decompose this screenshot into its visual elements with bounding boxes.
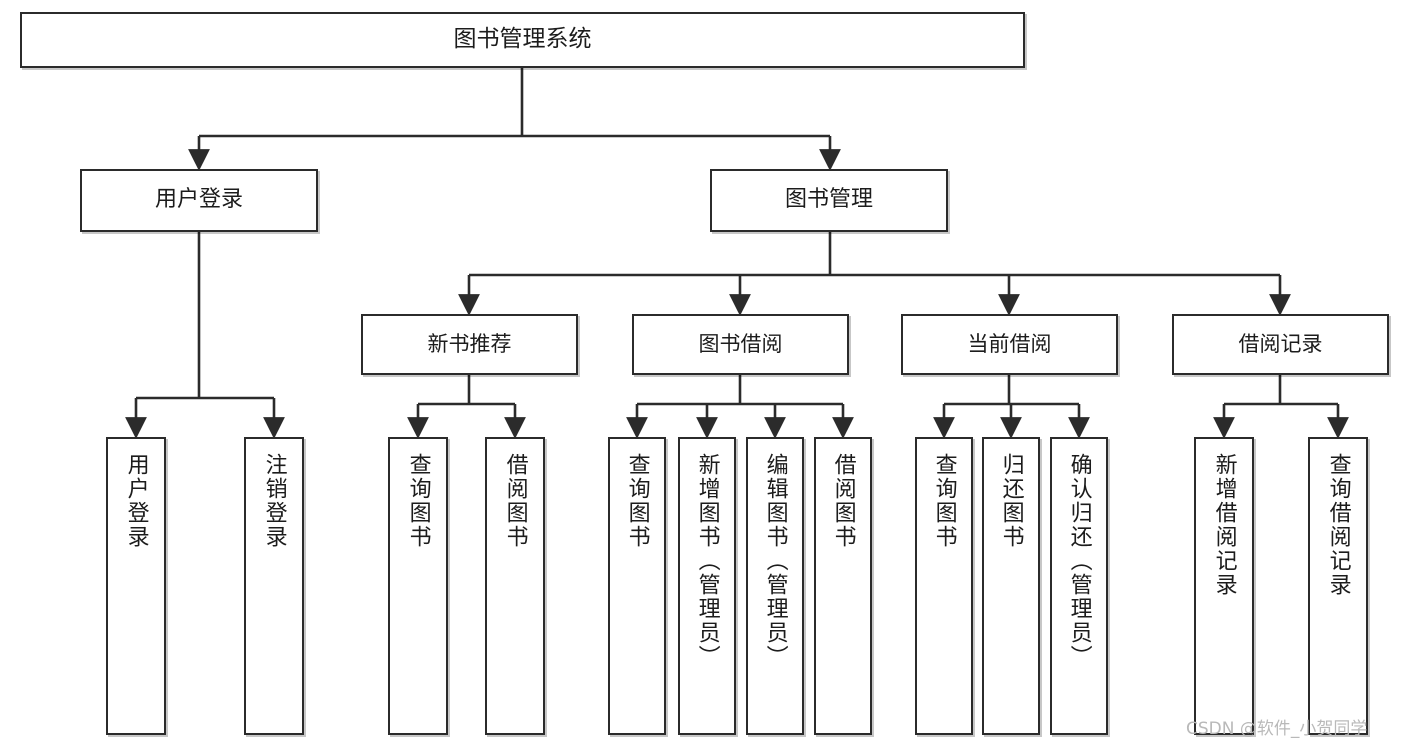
node-leaf-borrow-edit[interactable]: 编辑图书（管理员） [746, 437, 804, 735]
node-leaf-borrow-lend-label: 借阅图书 [830, 453, 856, 549]
node-book-mgmt[interactable]: 图书管理 [710, 169, 948, 232]
node-leaf-rec-query-label: 查询图书 [405, 453, 431, 549]
node-leaf-user-logout[interactable]: 注销登录 [244, 437, 304, 735]
node-leaf-cur-query[interactable]: 查询图书 [915, 437, 973, 735]
node-leaf-rec-search-label: 查询借阅记录 [1325, 453, 1351, 597]
watermark-text: CSDN @软件_小贺同学 [1186, 719, 1368, 739]
node-leaf-cur-confirm[interactable]: 确认归还（管理员） [1050, 437, 1108, 735]
node-leaf-borrow-add-label: 新增图书（管理员） [694, 453, 720, 669]
node-leaf-borrow-edit-label: 编辑图书（管理员） [762, 453, 788, 669]
node-root-label: 图书管理系统 [453, 26, 592, 53]
node-leaf-borrow-query[interactable]: 查询图书 [608, 437, 666, 735]
node-new-book-rec[interactable]: 新书推荐 [361, 314, 578, 375]
node-leaf-rec-add-label: 新增借阅记录 [1211, 453, 1237, 597]
node-leaf-rec-add[interactable]: 新增借阅记录 [1194, 437, 1254, 735]
node-book-mgmt-label: 图书管理 [784, 187, 873, 213]
node-current-borrow[interactable]: 当前借阅 [901, 314, 1118, 375]
node-leaf-user-login[interactable]: 用户登录 [106, 437, 166, 735]
node-leaf-cur-query-label: 查询图书 [931, 453, 957, 549]
node-current-borrow-label: 当前借阅 [967, 331, 1052, 356]
node-leaf-borrow-lend[interactable]: 借阅图书 [814, 437, 872, 735]
node-leaf-rec-borrow-label: 借阅图书 [502, 453, 528, 549]
node-leaf-borrow-add[interactable]: 新增图书（管理员） [678, 437, 736, 735]
node-leaf-rec-borrow[interactable]: 借阅图书 [485, 437, 545, 735]
node-new-book-rec-label: 新书推荐 [427, 331, 512, 356]
node-leaf-cur-return[interactable]: 归还图书 [982, 437, 1040, 735]
node-borrow-record[interactable]: 借阅记录 [1172, 314, 1389, 375]
node-leaf-rec-search[interactable]: 查询借阅记录 [1308, 437, 1368, 735]
node-leaf-rec-query[interactable]: 查询图书 [388, 437, 448, 735]
node-user-login[interactable]: 用户登录 [80, 169, 318, 232]
node-root[interactable]: 图书管理系统 [20, 12, 1025, 68]
node-leaf-user-login-label: 用户登录 [123, 453, 149, 549]
node-leaf-user-logout-label: 注销登录 [261, 453, 287, 549]
node-user-login-label: 用户登录 [154, 187, 243, 213]
node-leaf-cur-return-label: 归还图书 [998, 453, 1024, 549]
node-book-borrow[interactable]: 图书借阅 [632, 314, 849, 375]
node-book-borrow-label: 图书借阅 [698, 331, 783, 356]
node-leaf-borrow-query-label: 查询图书 [624, 453, 650, 549]
node-borrow-record-label: 借阅记录 [1238, 331, 1323, 356]
node-leaf-cur-confirm-label: 确认归还（管理员） [1066, 453, 1092, 669]
